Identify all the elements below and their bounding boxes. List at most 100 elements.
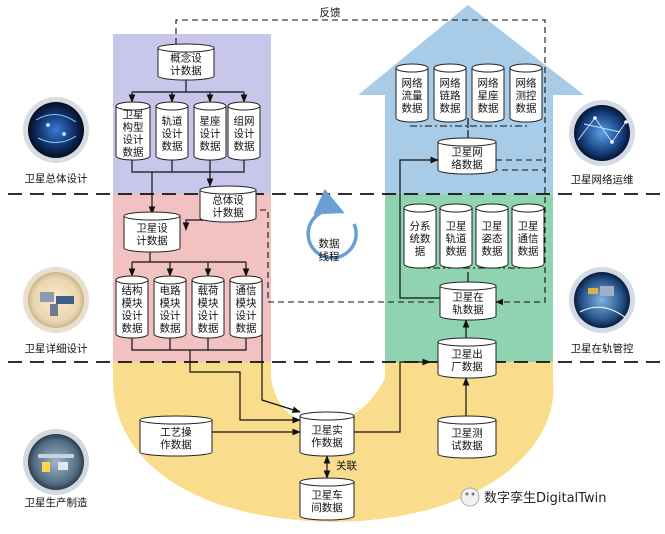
stage-label-onorbit-control: 卫星在轨管控 [571,342,634,355]
node-payload-module-line: 数据 [198,322,219,335]
node-factory-line: 厂数据 [451,360,483,373]
node-net-traffic-line: 网络 [402,76,423,89]
node-config-line: 数据 [123,146,144,159]
node-sat-attitude-line: 姿态 [482,232,503,245]
node-network-design-line: 数据 [234,139,255,152]
node-sat-comm-line: 卫星 [518,220,539,232]
detailed-design-icon [23,267,89,333]
node-net-tt-line: 网络 [516,76,537,89]
cycle-label-line-1: 数据 [319,237,340,250]
node-orbit-design-line: 轨道 [162,114,183,127]
node-net-constellation-line: 星座 [478,89,499,102]
node-sat-orbit-line: 轨道 [446,232,467,245]
node-net-traffic-line: 数据 [402,101,423,114]
node-sat-design-line: 计数据 [136,234,168,247]
node-subsystem-line: 分系 [410,220,431,232]
node-build-line: 作数据 [311,436,343,449]
network-operation-icon [569,100,635,166]
node-config-line: 构型 [123,121,144,134]
node-onorbit-line: 轨数据 [452,303,484,316]
connectors [128,19,546,479]
node-sat-comm-line: 数据 [518,244,539,257]
node-overall-line: 计数据 [212,206,244,219]
node-constellation-design-line: 星座 [200,114,221,127]
watermark-text: 数字孪生DigitalTwin [484,490,606,506]
stage-label-production: 卫星生产制造 [25,496,88,509]
node-config-line: 设计 [123,133,144,146]
node-net-tt-line: 数据 [516,101,537,114]
node-sat-orbit-line: 卫星 [446,220,467,232]
node-net-traffic-line: 流量 [402,89,423,102]
node-factory-line: 卫星出 [451,348,483,361]
node-circuit-module-line: 设计 [160,309,181,322]
node-structure-module-line: 模块 [122,298,143,310]
node-overall-line: 总体设 [212,194,244,207]
node-circuit-module-line: 电路 [160,284,181,297]
onorbit-control-icon [569,267,635,333]
node-sat-comm-line: 通信 [518,233,539,245]
node-orbit-design-line: 数据 [162,139,183,152]
node-constellation-design-line: 设计 [200,127,221,140]
stage-label-overall-design: 卫星总体设计 [25,172,88,185]
node-structure-module-line: 结构 [122,284,143,297]
cycle-label-line-2: 线程 [319,250,340,263]
node-circuit-module-line: 数据 [160,322,181,335]
node-process-ops-line: 作数据 [160,438,192,451]
node-subsystem-line: 据 [415,244,426,257]
node-payload-module-line: 设计 [198,309,219,322]
node-sat-network-line: 络数据 [451,158,483,171]
node-comm-module-line: 数据 [236,322,257,335]
data-nodes: 概念设计数据卫星构型设计数据轨道设计数据星座设计数据组网设计数据总体设计数据卫星… [115,43,545,521]
node-workshop-line: 间数据 [311,501,343,514]
node-config-line: 卫星 [123,109,144,121]
node-net-constellation-line: 数据 [478,101,499,114]
node-comm-module-line: 设计 [236,309,257,322]
node-structure-module-line: 设计 [122,309,143,322]
stage-label-detailed-design: 卫星详细设计 [25,342,88,355]
node-orbit-design-line: 设计 [162,127,183,140]
watermark: 数字孪生DigitalTwin [460,487,606,507]
node-net-tt-line: 测控 [516,89,537,102]
production-icon [23,429,89,495]
node-sat-attitude-line: 数据 [482,244,503,257]
node-test-line: 试数据 [451,439,483,452]
node-payload-module-line: 模块 [198,298,219,310]
node-comm-module-line: 通信 [236,285,257,297]
node-sat-attitude-line: 卫星 [482,220,503,232]
node-concept-line: 计数据 [170,64,202,77]
overall-design-icon [23,97,89,163]
node-circuit-module-line: 模块 [160,298,181,310]
node-sat-design-line: 卫星设 [136,223,168,235]
node-net-link-line: 数据 [440,101,461,114]
node-onorbit-line: 卫星在 [452,292,484,304]
node-sat-orbit-line: 数据 [446,244,467,257]
node-comm-module-line: 模块 [236,298,257,310]
data-thread-cycle: 数据 线程 [306,188,358,263]
node-net-link-line: 网络 [440,76,461,89]
node-concept-line: 概念设 [170,52,202,65]
network-operation-region [358,5,584,194]
feedback-label: 反馈 [320,6,341,19]
